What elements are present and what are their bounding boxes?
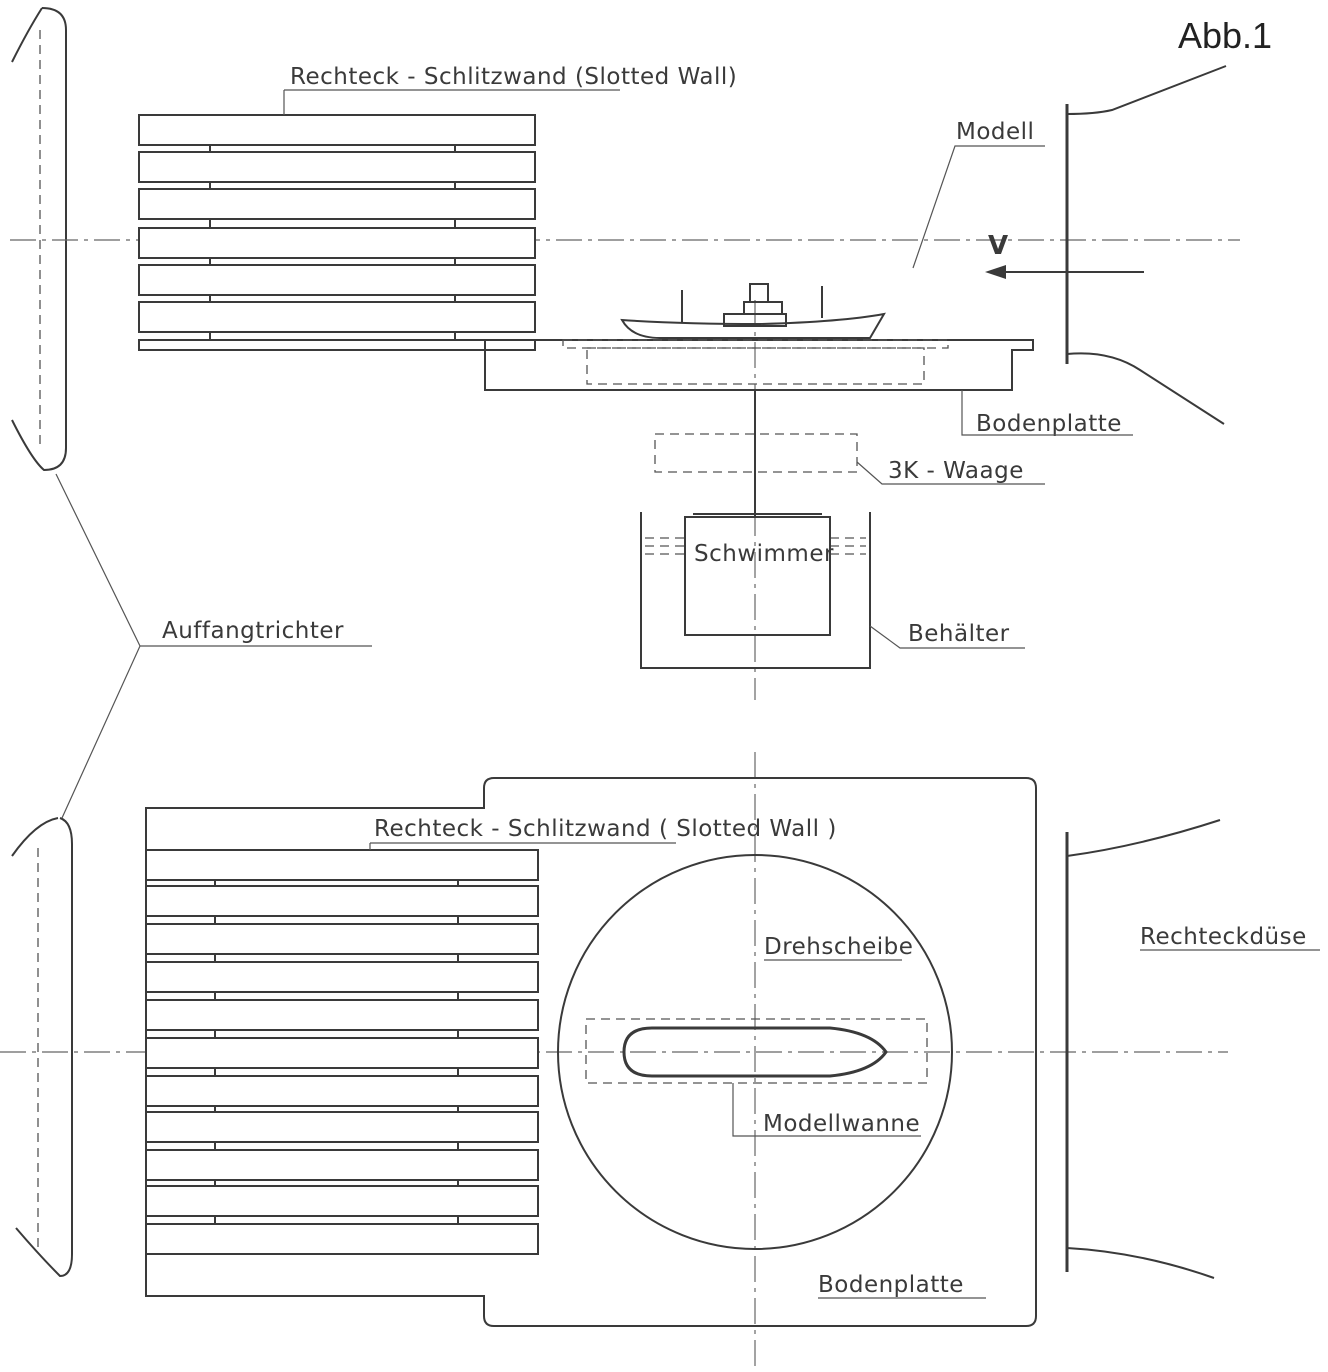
behaelter-leader xyxy=(869,625,1025,649)
float xyxy=(684,516,831,636)
waage-label: 3K - Waage xyxy=(888,458,1024,484)
modellwanne-leader xyxy=(732,1083,921,1137)
slotted-wall-bottom-label: Rechteck - Schlitzwand ( Slotted Wall ) xyxy=(374,816,837,842)
slotted-wall-top-leader xyxy=(283,89,620,115)
bodenplatte-bottom-label: Bodenplatte xyxy=(818,1272,964,1298)
container xyxy=(640,512,871,669)
collector-bottom xyxy=(11,817,73,1278)
schwimmer-label: Schwimmer xyxy=(694,541,834,567)
nozzle-top xyxy=(1065,65,1227,425)
slotted-wall-top-label: Rechteck - Schlitzwand (Slotted Wall) xyxy=(290,64,737,90)
auffangtrichter-leader xyxy=(55,473,372,819)
slotted-wall-bottom xyxy=(145,849,539,1255)
auffangtrichter-label: Auffangtrichter xyxy=(162,618,344,644)
modell-label: Modell xyxy=(956,119,1034,145)
ship-model-side xyxy=(620,283,886,339)
slotted-wall-bottom-leader xyxy=(369,842,676,850)
figure-label: Abb.1 xyxy=(1178,15,1272,56)
waage-leader xyxy=(856,461,1045,485)
water-level-marks xyxy=(645,537,866,555)
bodenplatte-top-leader xyxy=(961,390,1133,436)
modell-leader xyxy=(912,145,1045,269)
bodenplatte-top-label: Bodenplatte xyxy=(976,411,1122,437)
slotted-wall-top xyxy=(138,114,536,351)
base-plate-top xyxy=(484,339,1034,391)
velocity-arrowhead xyxy=(985,265,1006,279)
collector-top xyxy=(11,7,67,472)
base-plate-bottom xyxy=(145,777,1037,1327)
turntable xyxy=(557,854,953,1250)
ship-model-plan xyxy=(622,1026,888,1078)
rechteckduese-label: Rechteckdüse xyxy=(1140,924,1307,950)
model-tub xyxy=(585,1018,928,1084)
nozzle-bottom xyxy=(1065,819,1221,1279)
behaelter-label: Behälter xyxy=(908,621,1010,647)
velocity-label: V xyxy=(988,231,1008,261)
drehscheibe-label: Drehscheibe xyxy=(764,934,913,960)
modellwanne-label: Modellwanne xyxy=(763,1111,920,1137)
